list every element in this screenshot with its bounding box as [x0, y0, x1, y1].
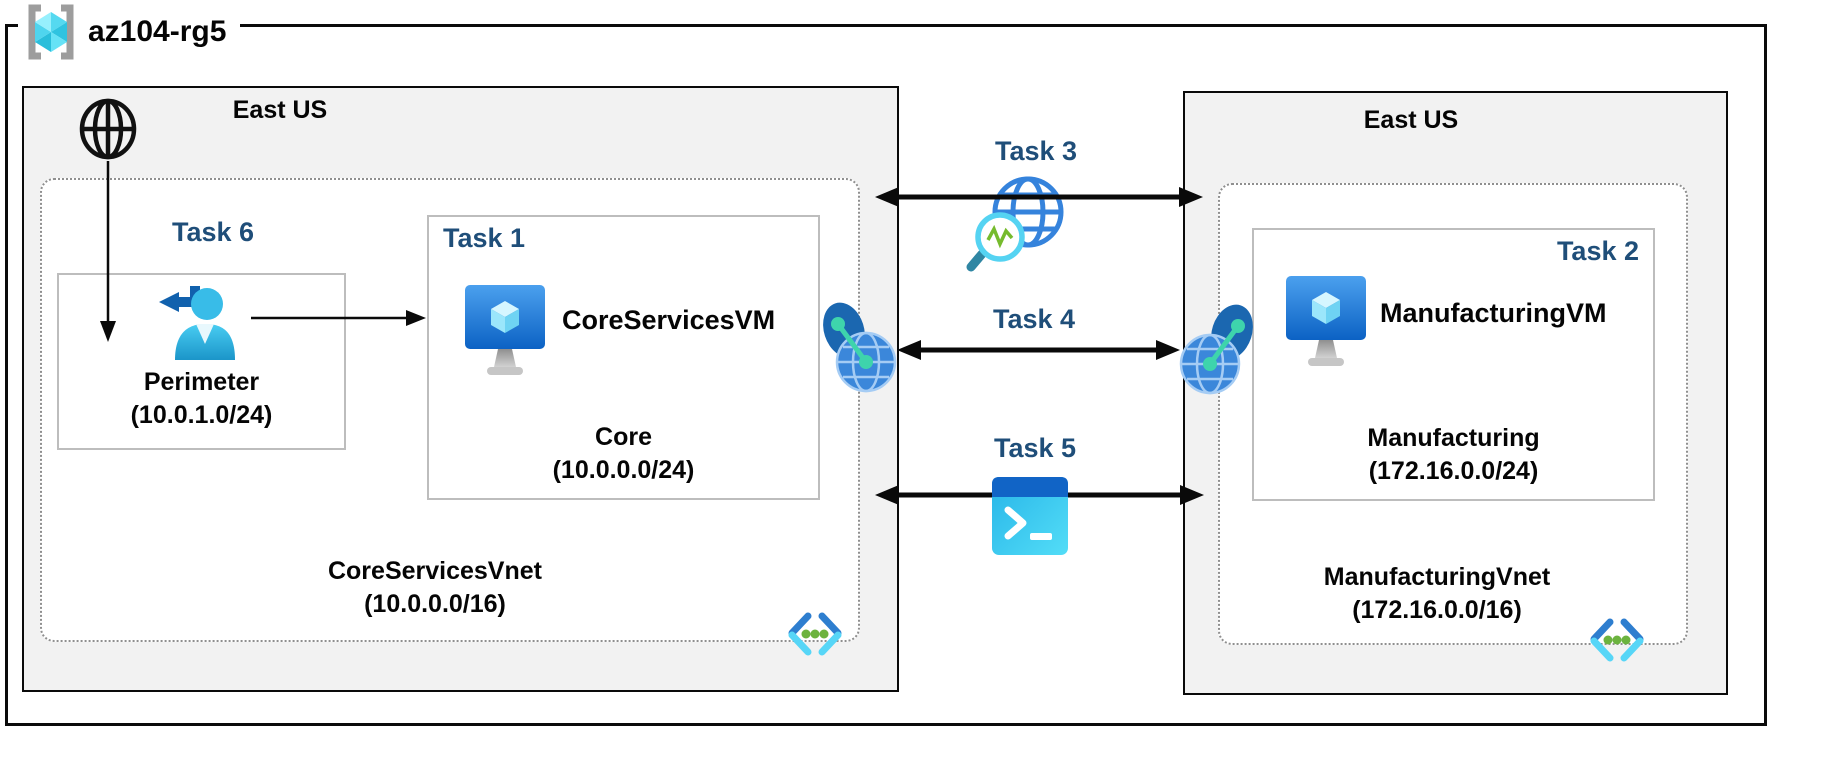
cloud-shell-icon [992, 477, 1068, 555]
vnet-label-manufacturing: ManufacturingVnet (172.16.0.0/16) [1287, 561, 1587, 627]
region-title-left: East US [232, 96, 328, 124]
subnet-name: Manufacturing [1367, 424, 1540, 452]
resource-group-name: az104-rg5 [88, 15, 227, 48]
vnet-name: CoreServicesVnet [327, 557, 542, 585]
subnet-box-manufacturing: Task 2 ManufacturingVM Manufacturing (17… [1252, 228, 1655, 501]
region-title-right: East US [1363, 106, 1459, 134]
subnet-name: Core [595, 423, 652, 451]
user-signin-icon [159, 286, 235, 360]
vnet-cidr: (172.16.0.0/16) [1352, 596, 1522, 624]
resource-group-icon [28, 4, 74, 60]
task2-label: Task 2 [1556, 236, 1639, 266]
internet-globe-icon [79, 98, 137, 160]
task3-label: Task 3 [994, 136, 1078, 166]
vm-name-manufacturing: ManufacturingVM [1380, 298, 1607, 328]
virtual-network-icon-left [788, 612, 842, 656]
task5-label: Task 5 [993, 433, 1077, 463]
vnet-cidr: (10.0.0.0/16) [364, 590, 506, 618]
subnet-label-perimeter: Perimeter (10.0.1.0/24) [59, 366, 344, 432]
subnet-name: Perimeter [143, 368, 260, 396]
network-watcher-icon [966, 176, 1064, 272]
resource-group-label-group: az104-rg5 [18, 0, 241, 64]
task4-label: Task 4 [992, 304, 1076, 334]
vnet-name: ManufacturingVnet [1323, 563, 1551, 591]
virtual-network-icon-right [1590, 618, 1644, 662]
subnet-box-core: Task 1 CoreServicesVM Core (10.0.0.0/24) [427, 215, 820, 500]
vnet-peering-icon-right [1179, 304, 1253, 395]
vm-name-coreservices: CoreServicesVM [562, 305, 776, 335]
subnet-cidr: (10.0.1.0/24) [130, 401, 273, 429]
subnet-box-perimeter: Perimeter (10.0.1.0/24) [57, 273, 346, 450]
subnet-cidr: (10.0.0.0/24) [552, 456, 695, 484]
vnet-peering-icon-left [823, 302, 897, 393]
virtual-machine-icon [1286, 276, 1366, 366]
subnet-label-manufacturing: Manufacturing (172.16.0.0/24) [1254, 422, 1653, 488]
virtual-machine-icon [465, 285, 545, 375]
vnet-label-coreservices: CoreServicesVnet (10.0.0.0/16) [285, 555, 585, 621]
task1-label: Task 1 [443, 223, 526, 253]
subnet-label-core: Core (10.0.0.0/24) [429, 421, 818, 487]
task6-label: Task 6 [171, 217, 255, 247]
subnet-cidr: (172.16.0.0/24) [1368, 457, 1539, 485]
